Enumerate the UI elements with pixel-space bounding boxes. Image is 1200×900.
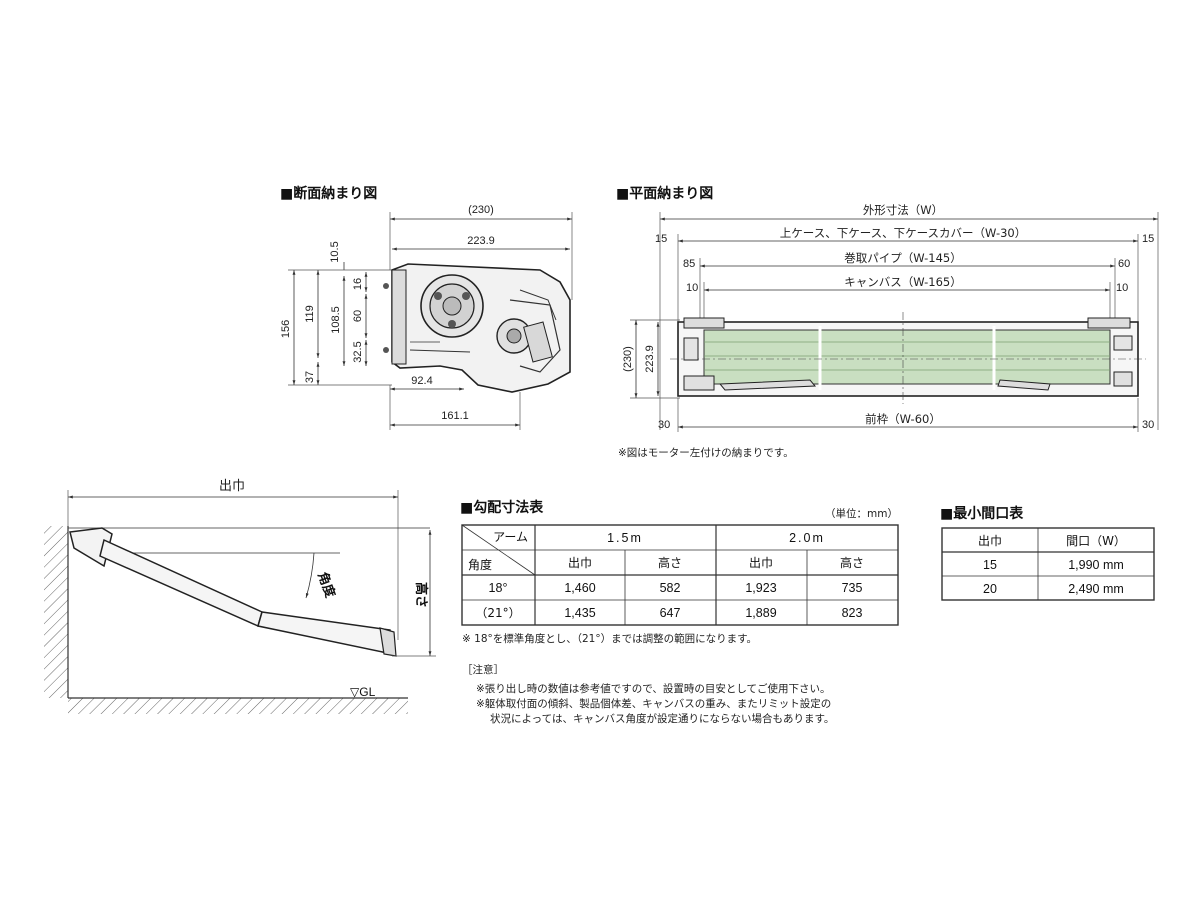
dim-left-total: 156 — [280, 320, 292, 338]
table-row: 18° 1,460 582 1,923 735 — [489, 581, 863, 595]
dim-bottom-92-4: 92.4 — [411, 375, 432, 387]
dim-right-60: 60 — [1118, 258, 1130, 270]
dim-left-15: 15 — [655, 233, 667, 245]
awning-housing-section — [383, 263, 571, 393]
caution-notes: ［注意］ ※張り出し時の数値は参考値ですので、設置時の目安としてご使用下さい。 … — [462, 663, 834, 725]
dim-front-frame: 前枠（W-60） — [865, 412, 941, 426]
dim-left-10-5: 10.5 — [329, 241, 341, 262]
row-cell: 582 — [660, 581, 681, 595]
row-angle: 18° — [489, 581, 508, 595]
opening-row-projection: 15 — [983, 558, 997, 572]
slope-table-title: ■勾配寸法表 — [460, 499, 544, 516]
row-cell: 735 — [842, 581, 863, 595]
dim-left-16: 16 — [352, 278, 364, 290]
dim-left-32-5: 32.5 — [352, 341, 364, 362]
opening-header-projection: 出巾 — [978, 534, 1002, 548]
corner-arm-label: アーム — [493, 530, 528, 544]
sub-header-height-2: 高さ — [840, 555, 864, 570]
plan-title: ■平面納まり図 — [616, 185, 713, 202]
opening-row-width: 2,490 mm — [1068, 582, 1124, 596]
row-angle: （21°） — [475, 606, 520, 620]
ground-level-label: ▽GL — [350, 685, 376, 699]
plan-note: ※図はモーター左付けの納まりです。 — [618, 446, 794, 459]
dim-bottom-161-1: 161.1 — [441, 410, 469, 422]
arm-1-5m-header: 1.5m — [607, 531, 643, 545]
dim-left-108-5: 108.5 — [330, 306, 342, 334]
section-title: ■断面納まり図 — [280, 185, 377, 202]
row-cell: 823 — [842, 606, 863, 620]
section-drawing: ■断面納まり図 (230) 223.9 156 119 37 10.5 108.… — [280, 185, 573, 430]
dim-pipe-width: 巻取パイプ（W-145） — [844, 251, 962, 265]
opening-row-width: 1,990 mm — [1068, 558, 1124, 572]
dim-plan-h223-9: 223.9 — [644, 345, 656, 373]
opening-table-title: ■最小間口表 — [940, 505, 1024, 522]
row-cell: 647 — [660, 606, 681, 620]
caution-line-2: ※躯体取付面の傾斜、製品個体差、キャンバスの重み、またリミット設定の — [476, 697, 831, 710]
wall-hatch — [44, 526, 68, 698]
dim-canvas-width: キャンバス（W-165） — [844, 275, 962, 289]
dim-left-119: 119 — [304, 305, 316, 323]
side-projection-label: 出巾 — [219, 479, 245, 494]
caution-title: ［注意］ — [462, 663, 504, 676]
minimum-opening-table: ■最小間口表 出巾 間口（W） 15 1,990 mm 20 2,490 mm — [940, 505, 1155, 601]
corner-angle-label: 角度 — [468, 557, 492, 572]
dim-right-30: 30 — [1142, 419, 1154, 431]
dim-top-outer: (230) — [468, 204, 494, 216]
table-row: （21°） 1,435 647 1,889 823 — [475, 606, 862, 620]
dim-left-30: 30 — [658, 419, 670, 431]
dim-right-15: 15 — [1142, 233, 1154, 245]
row-cell: 1,435 — [564, 606, 595, 620]
plan-drawing: ■平面納まり図 外形寸法（W） 上ケース、下ケース、下ケースカバー（W-30） … — [616, 185, 1159, 459]
dim-top-inner: 223.9 — [467, 235, 495, 247]
dim-left-37: 37 — [304, 371, 316, 383]
awning-plan-body — [670, 312, 1146, 404]
slope-dimension-table: ■勾配寸法表 （単位：mm） アーム 角度 1.5m 2.0m 出巾 高さ 出巾… — [460, 499, 899, 645]
sub-header-projection-1: 出巾 — [568, 556, 592, 570]
side-angle-label: 角度 — [314, 570, 338, 601]
dim-left-10: 10 — [686, 282, 698, 294]
opening-row-projection: 20 — [983, 582, 997, 596]
row-cell: 1,460 — [564, 581, 595, 595]
side-height-label: 高さ — [413, 582, 429, 608]
sub-header-projection-2: 出巾 — [749, 556, 773, 570]
side-view-drawing: 出巾 角度 高さ ▽GL — [44, 479, 436, 714]
dim-plan-h230: (230) — [622, 346, 634, 372]
row-cell: 1,889 — [745, 606, 776, 620]
sub-header-height-1: 高さ — [658, 555, 682, 570]
arm-2-0m-header: 2.0m — [789, 531, 825, 545]
slope-table-unit: （単位：mm） — [825, 507, 898, 520]
dim-left-60: 60 — [352, 310, 364, 322]
ground-hatch — [68, 698, 408, 714]
caution-line-1: ※張り出し時の数値は参考値ですので、設置時の目安としてご使用下さい。 — [476, 682, 831, 695]
row-cell: 1,923 — [745, 581, 776, 595]
awning-arm-side — [69, 527, 397, 657]
dim-right-10: 10 — [1116, 282, 1128, 294]
dim-outer-width: 外形寸法（W） — [863, 203, 943, 217]
dim-case-width: 上ケース、下ケース、下ケースカバー（W-30） — [780, 226, 1026, 240]
slope-table-footnote: ※ 18°を標準角度とし、（21°）までは調整の範囲になります。 — [462, 632, 757, 645]
opening-header-width: 間口（W） — [1066, 534, 1126, 548]
caution-line-3: 状況によっては、キャンバス角度が設定通りにならない場合もあります。 — [490, 712, 834, 725]
dim-left-85: 85 — [683, 258, 695, 270]
